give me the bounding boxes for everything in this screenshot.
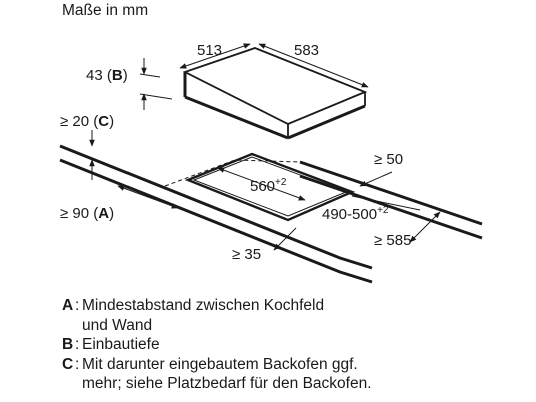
cutout-inner	[192, 156, 348, 217]
page-title-wrap: Maße in mm	[62, 2, 148, 20]
cutout-dimensions	[89, 130, 441, 251]
installation-diagram: 513 583 43 (B) ≥ 20 (C) 560+2 ≥ 50 490-5…	[59, 42, 483, 284]
dim-line-583	[258, 43, 369, 88]
dim-line-560	[217, 167, 306, 201]
label-583: 583	[294, 42, 319, 59]
hob-top-surface	[182, 47, 368, 125]
label-560-tol: +2	[275, 177, 287, 188]
legend-key: A	[62, 297, 74, 314]
page-title: Maße in mm	[62, 2, 149, 19]
label-490-value: 490-500	[322, 206, 377, 223]
label-490: 490-500+2	[322, 205, 389, 223]
label-20-value: ≥ 20	[60, 113, 89, 130]
label-20-key: C	[98, 113, 109, 130]
cutout-outline	[184, 152, 356, 222]
worktop-top-edge	[59, 144, 373, 270]
legend-text: Einbautiefe	[82, 336, 160, 353]
legend-item-b: B: Einbautiefe	[62, 336, 160, 353]
label-513: 513	[197, 42, 222, 59]
label-20: ≥ 20 (C)	[60, 113, 114, 130]
label-43-value: 43	[86, 67, 103, 84]
worktop-back-line	[299, 160, 483, 226]
legend-key: C	[62, 355, 74, 373]
dim-line-513	[179, 43, 251, 69]
legend-item-c: C: Mit darunter eingebautem Backofen ggf…	[62, 355, 372, 393]
dim-line-43-bot	[139, 93, 173, 100]
hob-dimensions	[139, 43, 369, 110]
dim-line-585	[409, 211, 441, 243]
label-43-key: B	[112, 67, 123, 84]
legend-key: B	[62, 336, 74, 353]
cutout	[184, 152, 356, 222]
hob	[182, 47, 368, 140]
label-560: 560+2	[250, 177, 287, 195]
label-490-tol: +2	[377, 205, 389, 216]
label-90-value: ≥ 90	[60, 205, 89, 222]
label-560-value: 560	[250, 178, 275, 195]
legend: A: Mindestabstand zwischen Kochfeld und …	[62, 296, 532, 394]
label-90-key: A	[98, 205, 109, 222]
legend-text: Mindestabstand zwischen Kochfeld und Wan…	[82, 297, 325, 334]
dim-line-490	[351, 195, 421, 211]
label-35: ≥ 35	[232, 246, 261, 263]
dim-line-50	[359, 171, 393, 187]
worktop-hidden-line	[164, 159, 301, 187]
dim-line-90	[117, 185, 179, 209]
hob-side-right	[287, 104, 366, 140]
label-43: 43 (B)	[86, 67, 128, 84]
label-585: ≥ 585	[374, 232, 411, 249]
legend-text: Mit darunter eingebautem Backofen ggf. m…	[82, 355, 372, 393]
legend-item-a: A: Mindestabstand zwischen Kochfeld und …	[62, 297, 325, 334]
dim-line-43-top	[139, 73, 161, 78]
label-50: ≥ 50	[374, 151, 403, 168]
label-90: ≥ 90 (A)	[60, 205, 114, 222]
dim-line-35	[273, 227, 297, 251]
hob-side-front	[184, 95, 289, 140]
